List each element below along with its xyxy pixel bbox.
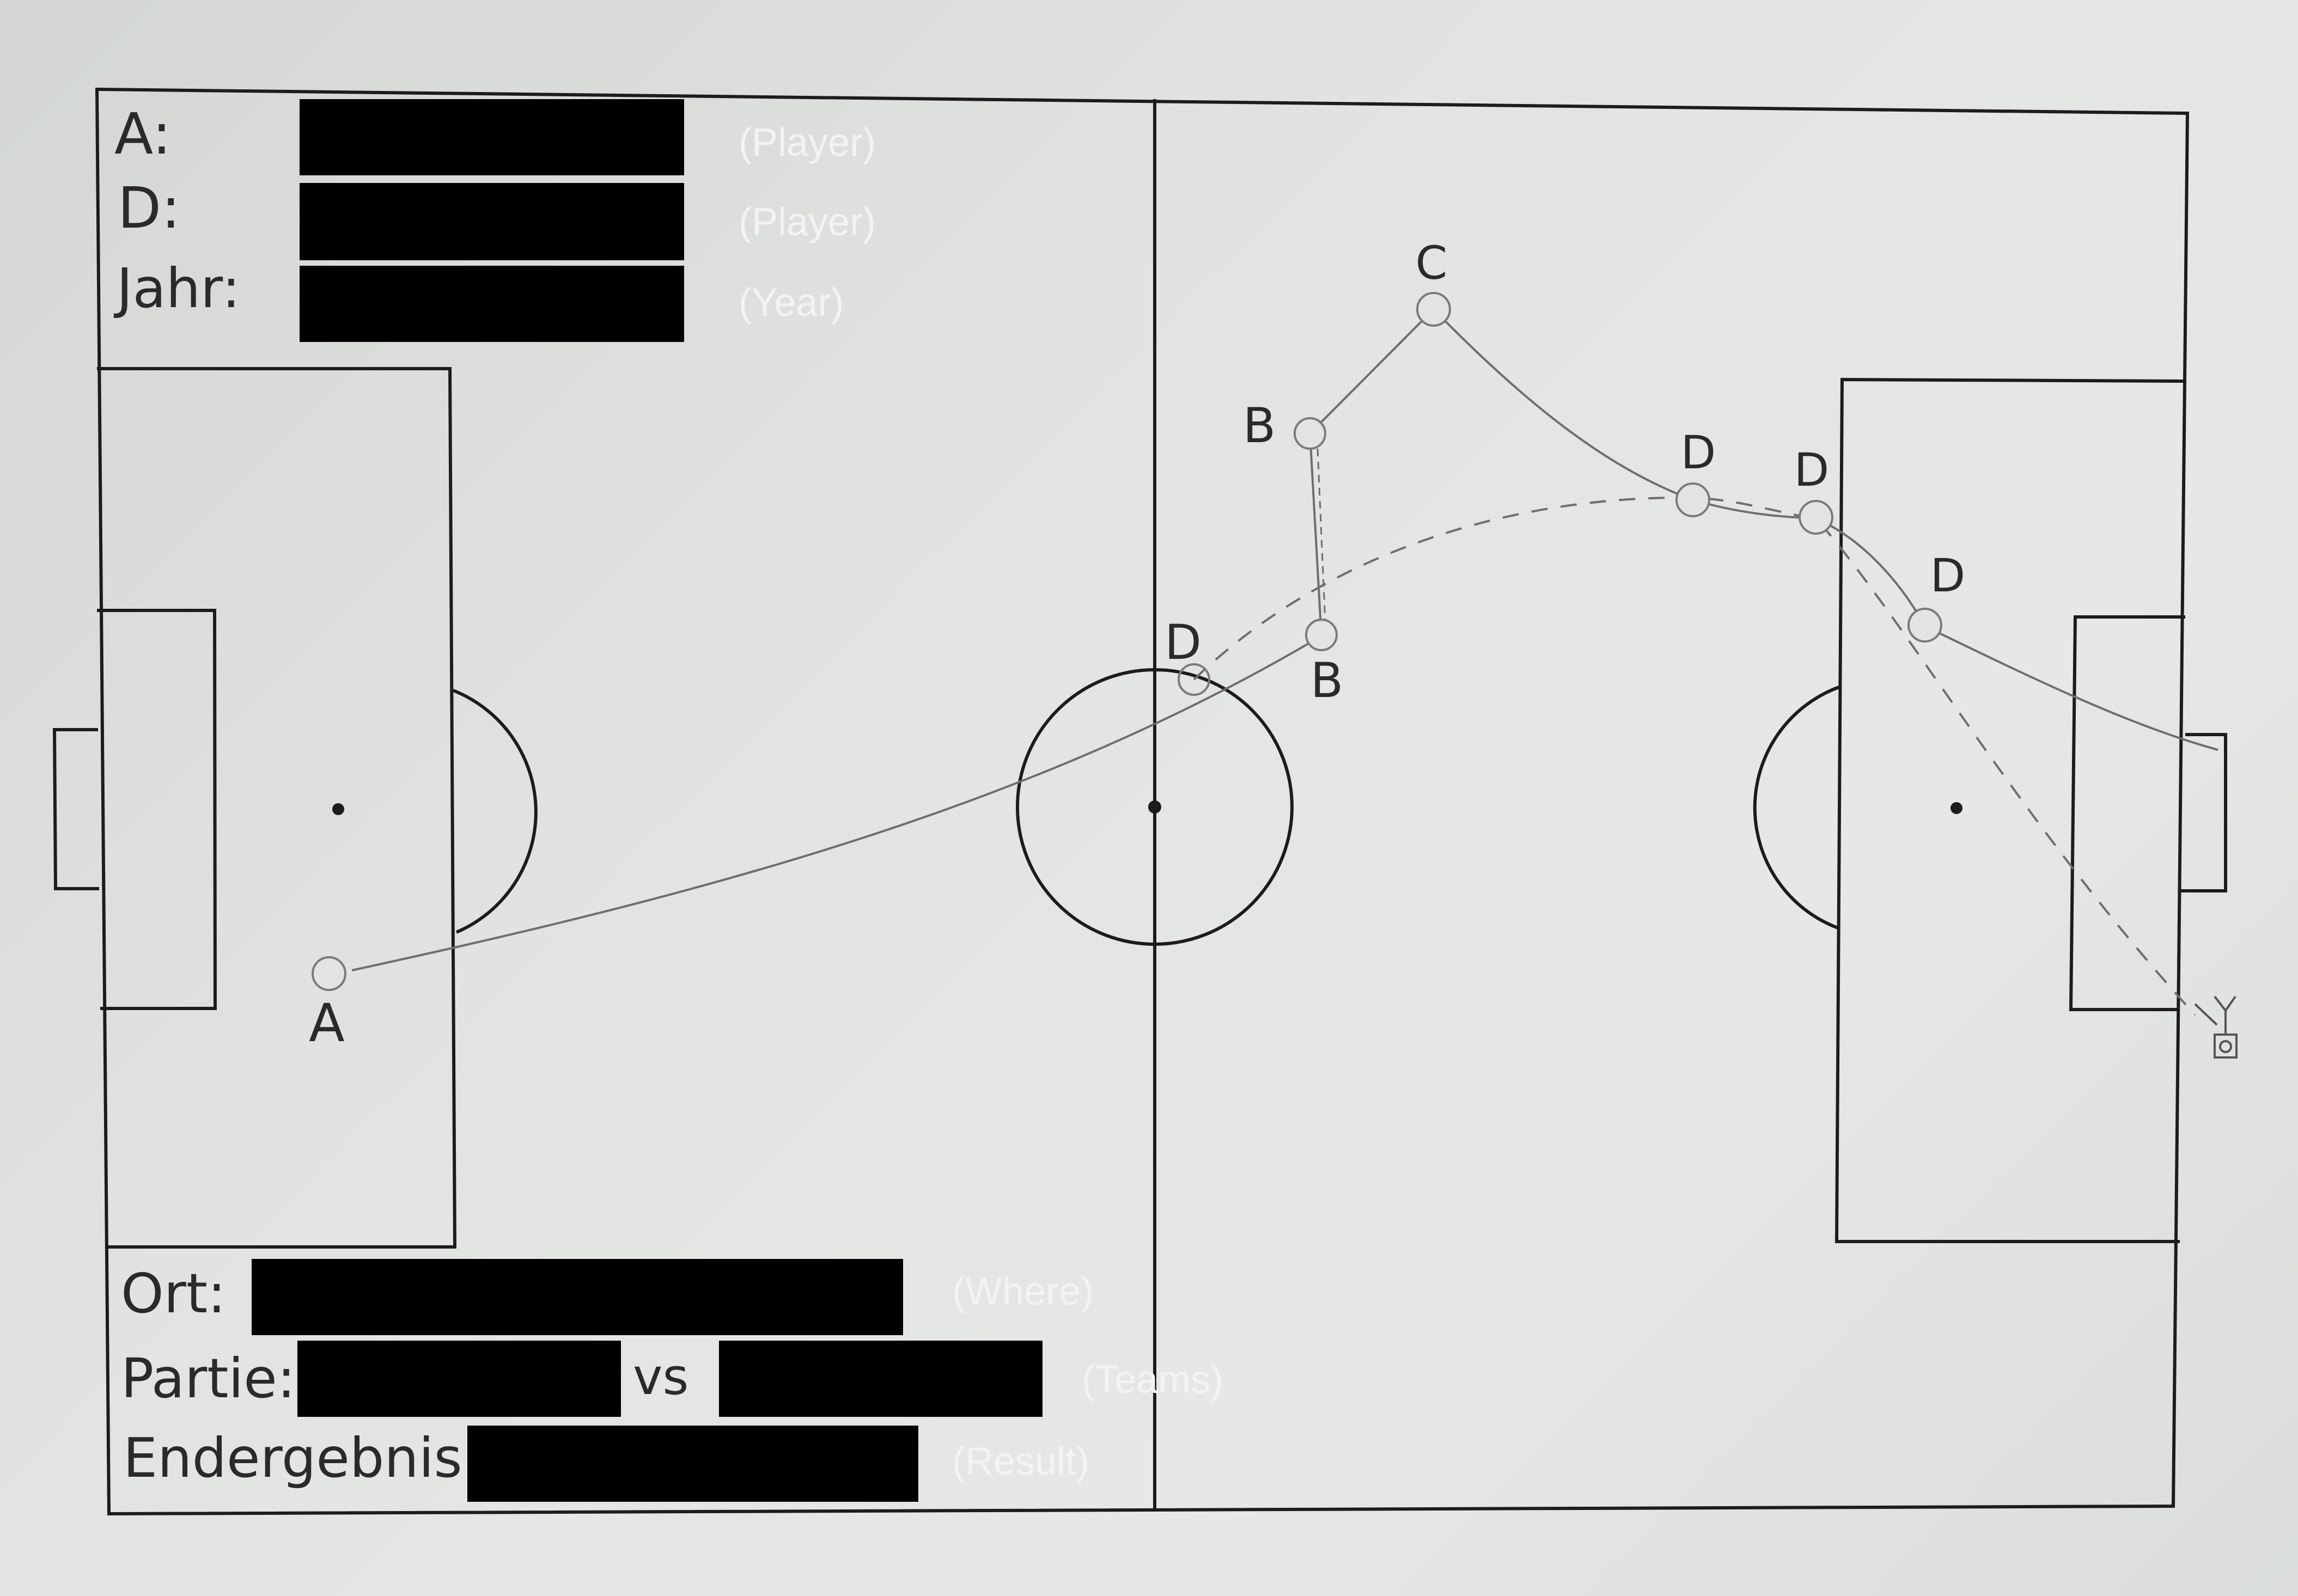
marker-b1-circle [1294,417,1326,450]
left-goal [52,728,99,890]
ball-path-solid [351,308,2218,971]
note-player-a: (Player) [739,121,876,164]
redaction-result [467,1426,918,1502]
right-penalty-spot [1950,802,1962,814]
redaction-team-2 [719,1341,1043,1417]
marker-d4-label: D [1930,549,1966,602]
marker-b2-circle [1305,619,1338,651]
marker-c-label: C [1416,236,1448,290]
marker-d4-circle [1907,608,1942,643]
marker-d1-circle [1178,663,1210,696]
center-circle [1016,668,1294,946]
redaction-player-a [300,99,684,175]
redaction-team-1 [297,1341,621,1417]
right-penalty-area [1834,377,2187,1243]
marker-a-label: A [309,993,345,1054]
note-player-d: (Player) [739,200,876,244]
pitch-boundary [95,87,2190,1516]
redaction-year [300,266,684,342]
note-teams: (Teams) [1082,1358,1223,1402]
note-where: (Where) [952,1270,1094,1313]
marker-d2-circle [1675,482,1710,517]
label-endergebnis: Endergebnis: [123,1426,480,1490]
goalkeeper-figure [2214,995,2238,1059]
left-penalty-spot [332,803,344,815]
marker-d2-label: D [1681,426,1716,479]
label-d: D: [118,175,180,241]
marker-d3-label: D [1794,443,1830,497]
marker-d3-circle [1799,500,1833,535]
marker-b2-label: B [1310,652,1343,708]
note-result: (Result) [952,1440,1089,1483]
marker-a-circle [312,956,346,991]
pass-b-dashed [1316,435,1327,635]
redaction-where [252,1259,903,1335]
marker-c-circle [1416,292,1451,327]
note-year: (Year) [739,281,844,325]
gk-dive-line [2194,1003,2218,1026]
center-spot [1148,800,1161,814]
left-penalty-arc [452,689,538,934]
label-ort: Ort: [121,1262,226,1325]
label-vs: vs [633,1348,688,1406]
right-penalty-arc [1753,686,1840,930]
marker-b1-label: B [1243,398,1276,454]
left-goal-area [97,609,217,1010]
defender-run-dashed [1193,496,2196,1016]
right-goal-area [2069,615,2185,1011]
marker-d1-label: D [1165,614,1202,670]
left-penalty-area [97,367,457,1249]
label-a: A: [114,101,171,167]
label-partie: Partie: [121,1347,295,1410]
redaction-player-d [300,183,684,260]
right-goal [2179,733,2227,892]
label-jahr: Jahr: [113,256,240,320]
